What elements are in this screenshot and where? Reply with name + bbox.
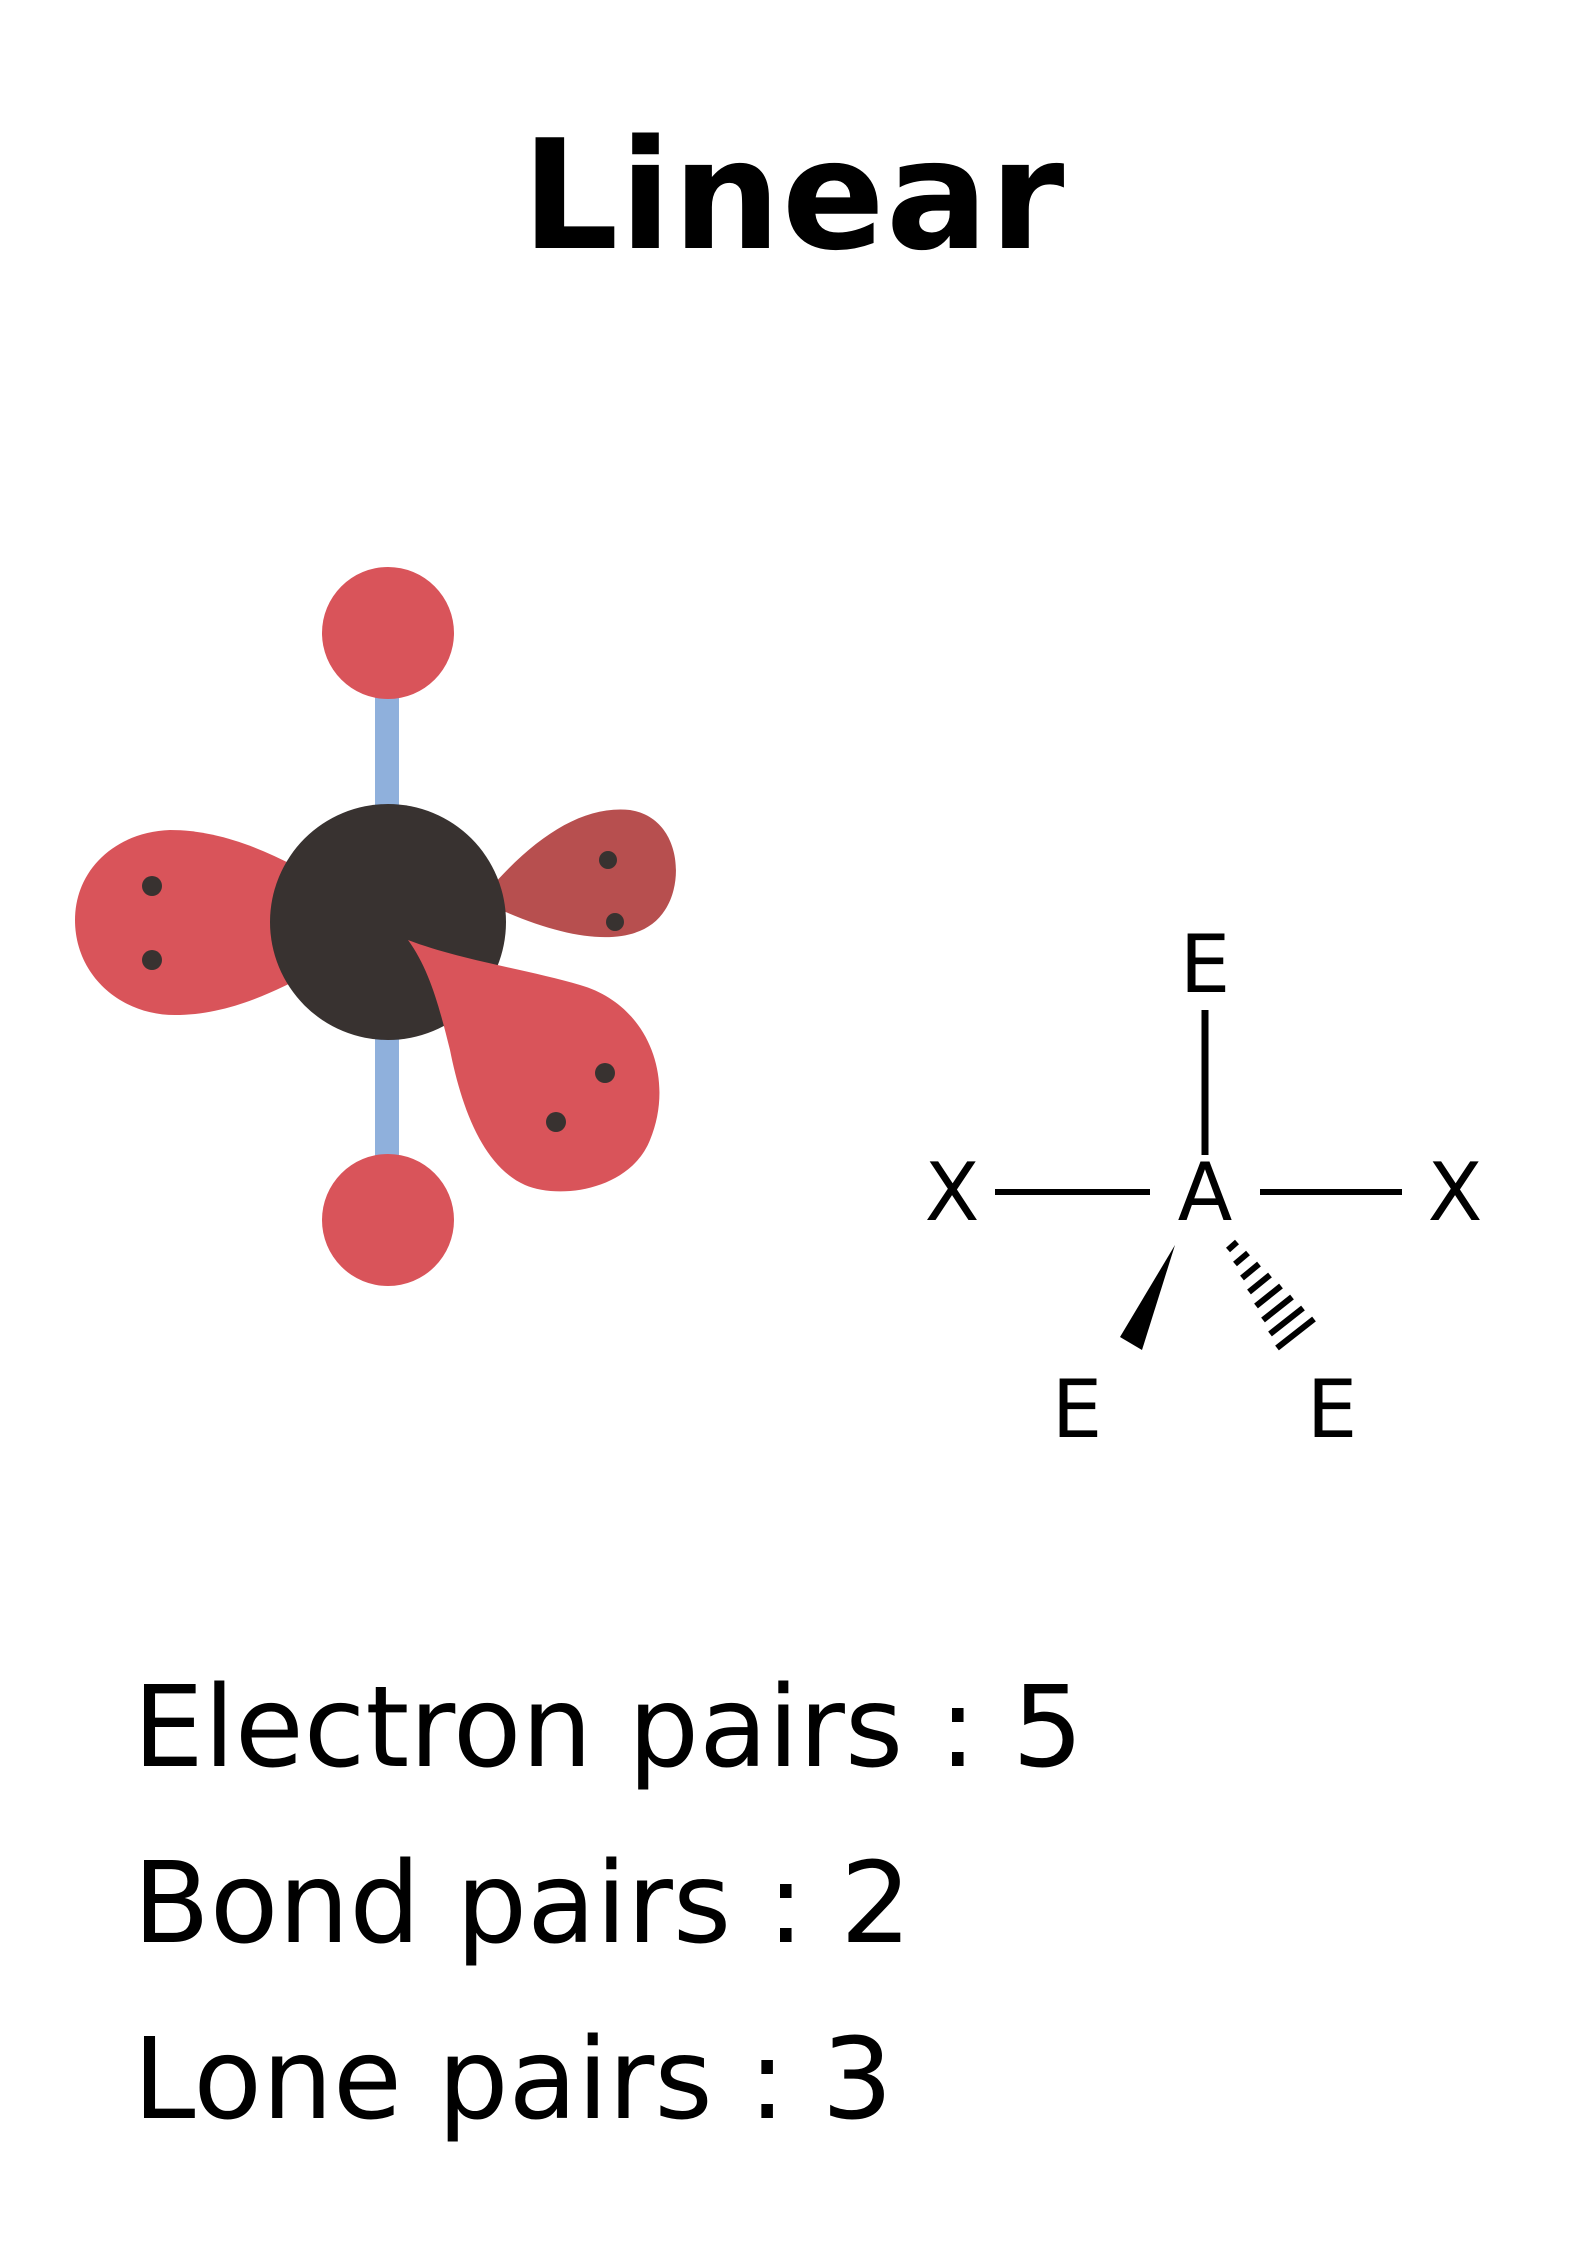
bond-pairs-line: Bond pairs : 2 bbox=[133, 1816, 1433, 1992]
separator: : bbox=[712, 2015, 822, 2145]
electron-dot bbox=[595, 1063, 615, 1083]
lone-pair-lobe-front bbox=[408, 940, 660, 1192]
electron-dot bbox=[142, 876, 162, 896]
electron-dot bbox=[142, 950, 162, 970]
lone-pairs-value: 3 bbox=[821, 2015, 893, 2145]
separator: : bbox=[903, 1663, 1013, 1793]
electron-pairs-label: Electron pairs bbox=[133, 1663, 904, 1793]
electron-dot bbox=[546, 1112, 566, 1132]
electron-pairs-value: 5 bbox=[1012, 1663, 1084, 1793]
lone-pairs-label: Lone pairs bbox=[133, 2015, 713, 2145]
outer-atom-top bbox=[322, 567, 454, 699]
lone-pairs-line: Lone pairs : 3 bbox=[133, 1992, 1433, 2168]
central-atom-label: A bbox=[1178, 1146, 1233, 1239]
bond-pairs-value: 2 bbox=[840, 1839, 912, 1969]
lone-pair-lobe-back bbox=[480, 809, 676, 938]
lone-pair-label-hash: E bbox=[1307, 1363, 1358, 1456]
page-title: Linear bbox=[521, 107, 1066, 284]
lone-pair-label-top: E bbox=[1180, 918, 1231, 1011]
bonded-atom-right: X bbox=[1428, 1146, 1483, 1239]
electron-dot bbox=[606, 913, 624, 931]
hashed-bond bbox=[1226, 1239, 1316, 1351]
lone-pair-label-wedge: E bbox=[1052, 1363, 1103, 1456]
pair-counts: Electron pairs : 5 Bond pairs : 2 Lone p… bbox=[133, 1640, 1433, 2168]
electron-pairs-line: Electron pairs : 5 bbox=[133, 1640, 1433, 1816]
wedge-bond bbox=[1120, 1245, 1175, 1350]
outer-atom-bottom bbox=[322, 1154, 454, 1286]
electron-dot bbox=[599, 851, 617, 869]
axe-notation-diagram: E X A X E E bbox=[925, 918, 1483, 1456]
separator: : bbox=[731, 1839, 841, 1969]
molecule-model bbox=[75, 567, 676, 1286]
bonded-atom-left: X bbox=[925, 1146, 980, 1239]
bond-pairs-label: Bond pairs bbox=[133, 1839, 732, 1969]
